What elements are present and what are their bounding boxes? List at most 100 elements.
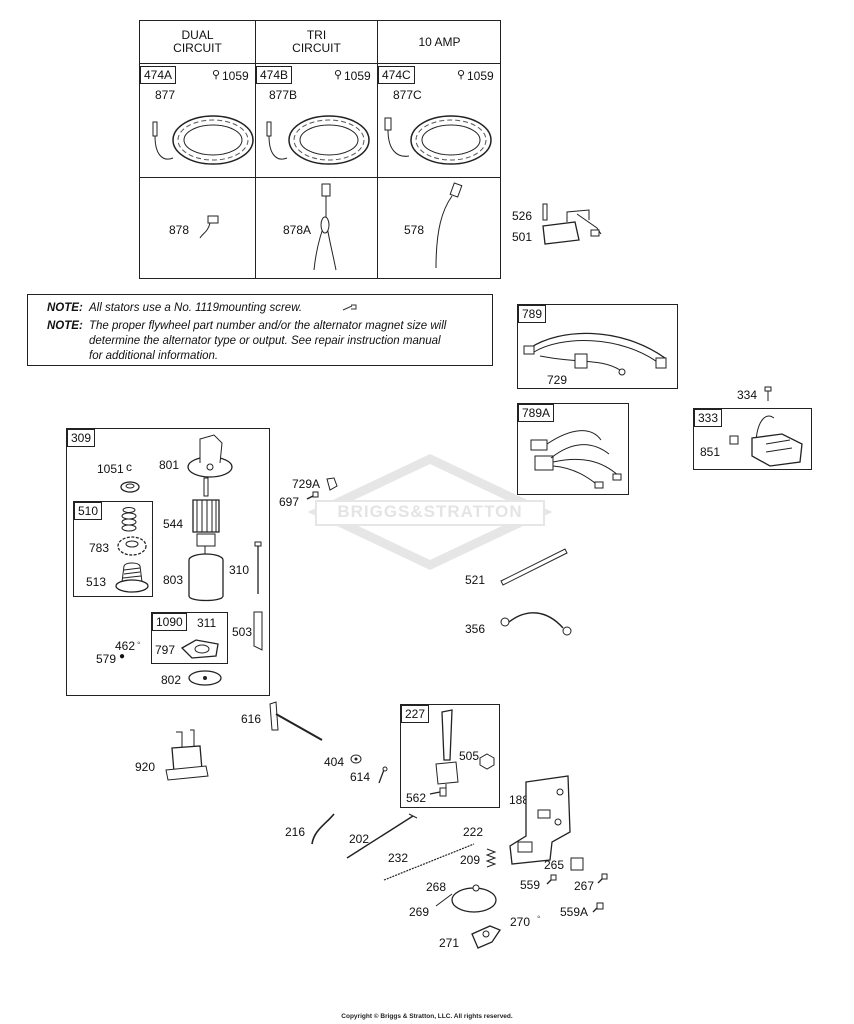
ignition-coil-icon <box>729 415 803 467</box>
group-tag: 789A <box>518 404 555 422</box>
group-tag: 333 <box>694 409 723 427</box>
group-tag: 1090 <box>152 613 187 631</box>
part-label: 801 <box>159 458 180 472</box>
gear-icon <box>117 536 147 556</box>
part-label: 216 <box>285 825 306 839</box>
wire-lead-icon <box>435 182 463 269</box>
screw-icon: ⚲ <box>334 69 343 81</box>
wire-label: 878A <box>283 223 312 237</box>
nut-icon: ● <box>119 651 126 662</box>
group-box-333 <box>693 408 812 470</box>
table-divider <box>139 63 501 64</box>
header-tri-circuit: TRI CIRCUIT <box>292 28 341 55</box>
part-label: 265 <box>544 858 565 872</box>
note-line: The proper flywheel part number and/or t… <box>89 320 447 332</box>
governor-spring-icon <box>383 843 475 881</box>
part-label: 559A <box>560 905 589 919</box>
part-label: 310 <box>229 563 250 577</box>
lead-label: 877 <box>155 88 176 102</box>
ground-wire-icon <box>500 612 572 636</box>
nut-icon <box>479 753 495 770</box>
header-10-amp: 10 AMP <box>418 35 461 49</box>
regulator-icon <box>542 203 602 245</box>
end-plate-icon <box>188 670 222 686</box>
note-label: NOTE: <box>47 320 83 332</box>
part-label: 503 <box>232 625 253 639</box>
table-divider <box>139 177 501 178</box>
stator-tag: 474B <box>256 66 293 84</box>
part-label: 526 <box>512 209 533 223</box>
lever-shaft-icon <box>269 701 323 741</box>
bracket-icon <box>253 611 263 651</box>
copyright-notice: Copyright © Briggs & Stratton, LLC. All … <box>341 1013 513 1020</box>
part-label: 803 <box>163 573 184 587</box>
part-label: 270 <box>510 915 531 929</box>
group-box-309 <box>66 428 270 696</box>
rod-icon <box>500 548 568 586</box>
part-label: 222 <box>463 825 484 839</box>
part-label: 513 <box>86 575 107 589</box>
screw-icon <box>342 304 357 311</box>
armature-icon <box>192 477 220 554</box>
note-line: for additional information. <box>89 350 219 362</box>
part-label: 462 <box>115 639 136 653</box>
notes-box <box>27 294 493 366</box>
link-rod-icon <box>311 813 335 845</box>
part-label: 404 <box>324 755 345 769</box>
briggs-stratton-watermark <box>307 454 553 570</box>
header-dual-circuit: DUAL CIRCUIT <box>173 28 222 55</box>
part-label: 783 <box>89 541 110 555</box>
part-label: 729A <box>292 477 321 491</box>
pin-icon <box>378 766 388 784</box>
part-label: 334 <box>737 388 758 402</box>
table-divider <box>255 20 256 279</box>
group-tag: 227 <box>401 705 430 723</box>
part-label: 1051 <box>97 462 124 476</box>
screw-label: 1059 <box>222 69 249 83</box>
part-label: 797 <box>155 643 176 657</box>
part-label: 729 <box>547 373 568 387</box>
wire-label: 578 <box>404 223 425 237</box>
table-divider <box>377 20 378 279</box>
screw-label: 1059 <box>467 69 494 83</box>
part-label: 544 <box>163 517 184 531</box>
solenoid-icon <box>165 729 209 781</box>
part-label: 505 <box>459 749 480 763</box>
screw-icon <box>306 491 319 500</box>
stator-ring-icon <box>152 115 254 165</box>
screw-label: 1059 <box>344 69 371 83</box>
part-label: 501 <box>512 230 533 244</box>
nut-icon: ◦ <box>537 912 541 923</box>
stator-ring-icon <box>266 115 370 165</box>
lead-label: 877C <box>393 88 422 102</box>
screw-icon <box>597 873 608 884</box>
link-rod-icon <box>346 813 418 859</box>
screw-icon: ⚲ <box>457 69 466 81</box>
through-bolt-icon <box>254 541 262 594</box>
bolt-icon <box>764 386 772 401</box>
stator-tag: 474C <box>378 66 415 84</box>
control-lever-icon <box>435 709 459 792</box>
stator-tag: 474A <box>140 66 177 84</box>
part-label: 268 <box>426 880 447 894</box>
group-box-789 <box>517 304 678 389</box>
clip-icon <box>570 857 584 871</box>
group-box-1090 <box>151 612 228 664</box>
brush-assembly-icon <box>180 639 219 659</box>
washer-icon <box>350 754 362 764</box>
lead-label: 877B <box>269 88 298 102</box>
spring-icon <box>485 848 497 868</box>
group-tag: 789 <box>518 305 547 323</box>
wire-harness-icon <box>530 430 622 489</box>
screw-icon <box>429 787 447 797</box>
part-label: 311 <box>197 616 217 630</box>
group-tag: 309 <box>67 429 96 447</box>
drive-pinion-icon <box>115 562 149 593</box>
part-label: 269 <box>409 905 430 919</box>
screw-icon <box>592 902 604 913</box>
end-cap-icon <box>187 434 233 478</box>
watermark-text: BRIGGS&STRATTON <box>337 502 523 521</box>
control-bracket-icon <box>509 775 571 865</box>
stator-ring-icon <box>384 115 492 165</box>
housing-icon <box>188 553 224 602</box>
